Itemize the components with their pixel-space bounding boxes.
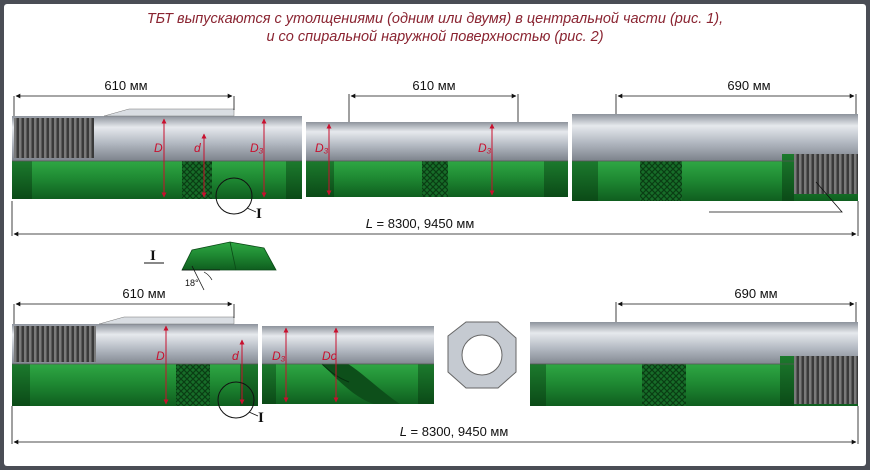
label2-D3: D₃: [272, 349, 286, 363]
caption-line-2: и со спиральной наружной поверхностью (р…: [266, 29, 604, 45]
pipe-segment-right: [572, 114, 858, 201]
total-length-symbol: L: [366, 216, 373, 231]
dim-middle-label: 610 мм: [412, 78, 455, 93]
label-d: d: [194, 141, 201, 155]
total2-length-value: = 8300, 9450 мм: [407, 424, 508, 439]
figure-1: 610 мм 610 мм 690 мм L = 8300, 9450 мм: [11, 78, 859, 237]
total2-length-label: L = 8300, 9450 мм: [400, 424, 509, 439]
detail-circle-fig2: [217, 381, 255, 419]
detail-profile: [181, 241, 277, 271]
dimension2-left: 610 мм: [13, 286, 235, 324]
thread-leader-line: [709, 181, 843, 213]
total-length-value: = 8300, 9450 мм: [373, 216, 474, 231]
diameter-labels-fig2: D d D₃ Dс: [156, 325, 339, 405]
dimension-left: 610 мм: [13, 78, 235, 116]
label2-Dc: Dс: [322, 349, 337, 363]
diameter-labels-fig1: D d D₃ D₃ D₃: [154, 118, 495, 198]
cross-section: [447, 321, 517, 389]
label-D: D: [154, 141, 163, 155]
pipe-segment-middle: [306, 122, 568, 197]
total-length-label: L = 8300, 9450 мм: [366, 216, 475, 231]
label-D3-left: D₃: [250, 141, 264, 155]
dim2-right-label: 690 мм: [734, 286, 777, 301]
pipe2-segment-left: [12, 316, 258, 406]
detail-angle: 18°: [185, 278, 199, 288]
caption-line-1: ТБТ выпускаются с утолщениями (одним или…: [146, 11, 724, 27]
figure-2: 610 мм 690 мм L = 8300, 9450 мм D d: [11, 286, 859, 445]
detail-view: I 18°: [144, 241, 277, 291]
spiral-groove: [322, 364, 400, 404]
detail-marker-fig2: I: [258, 410, 264, 426]
dimension2-total: L = 8300, 9450 мм: [11, 406, 859, 445]
pipe-segment-left: [12, 108, 302, 199]
dim-right-label: 690 мм: [727, 78, 770, 93]
dim2-left-label: 610 мм: [122, 286, 165, 301]
label-D3-middle: D₃: [315, 141, 329, 155]
dimension-total: L = 8300, 9450 мм: [11, 201, 859, 237]
dimension2-right: 690 мм: [615, 286, 857, 322]
dimension-middle: 610 мм: [348, 78, 519, 122]
detail-marker-fig1: I: [256, 206, 262, 222]
detail-circle-fig1: [215, 177, 253, 215]
dimension-right: 690 мм: [615, 78, 857, 114]
pipe2-segment-right: [530, 322, 858, 406]
total2-length-symbol: L: [400, 424, 407, 439]
dim-left-label: 610 мм: [104, 78, 147, 93]
label2-d: d: [232, 349, 239, 363]
pipe-diagram: 610 мм 610 мм 690 мм L = 8300, 9450 мм: [11, 78, 859, 445]
detail-marker: I: [150, 248, 156, 264]
figure-frame: ТБТ выпускаются с утолщениями (одним или…: [4, 4, 866, 466]
label2-D: D: [156, 349, 165, 363]
pipe2-segment-middle: [262, 326, 434, 404]
label-D3-right: D₃: [478, 141, 492, 155]
